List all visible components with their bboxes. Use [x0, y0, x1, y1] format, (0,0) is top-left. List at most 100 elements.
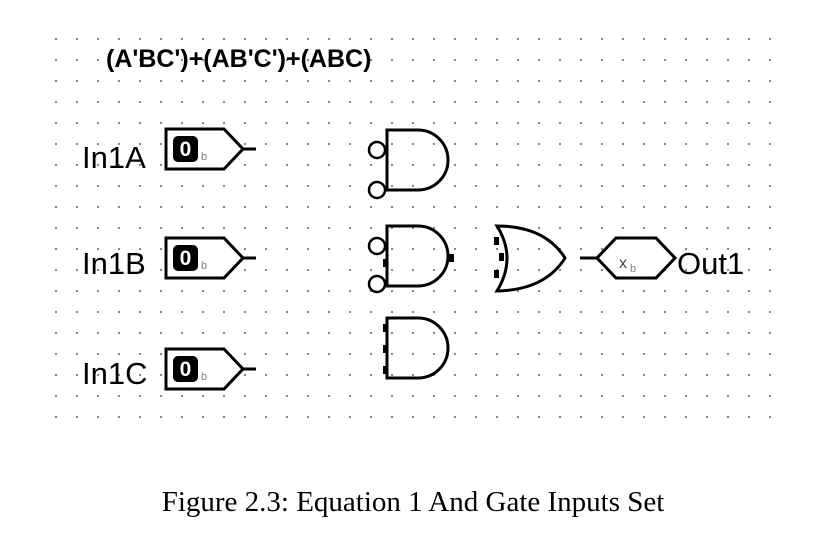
grid-dot — [285, 184, 289, 188]
grid-dot — [243, 142, 247, 146]
or-gate[interactable] — [494, 224, 567, 293]
grid-dot — [243, 58, 247, 62]
grid-dot — [705, 79, 709, 83]
grid-dot — [411, 289, 415, 293]
output-radix: b — [630, 263, 636, 275]
grid-dot — [327, 205, 331, 209]
grid-dot — [138, 184, 142, 188]
grid-dot — [285, 247, 289, 251]
grid-dot — [75, 268, 79, 272]
grid-dot — [663, 100, 667, 104]
grid-dot — [306, 142, 310, 146]
input-pin-a[interactable]: In1A 0 b — [82, 127, 256, 175]
grid-dot — [390, 100, 394, 104]
grid-dot — [75, 310, 79, 314]
grid-dot — [96, 226, 100, 230]
grid-dot — [411, 142, 415, 146]
input-pin-b[interactable]: In1B 0 b — [82, 236, 256, 281]
grid-dot — [432, 247, 436, 251]
grid-dot — [180, 58, 184, 62]
grid-dot — [747, 373, 751, 377]
output-pin[interactable]: x b Out1 — [580, 236, 744, 281]
and-gate-1[interactable] — [367, 128, 450, 200]
grid-dot — [705, 58, 709, 62]
grid-dot — [516, 415, 520, 419]
grid-dot — [264, 205, 268, 209]
grid-dot — [474, 247, 478, 251]
grid-dot — [138, 247, 142, 251]
grid-dot — [327, 415, 331, 419]
grid-dot — [390, 58, 394, 62]
grid-dot — [768, 142, 772, 146]
grid-dot — [327, 100, 331, 104]
grid-dot — [432, 79, 436, 83]
grid-dot — [663, 415, 667, 419]
grid-dot — [663, 163, 667, 167]
grid-dot — [684, 100, 688, 104]
grid-dot — [348, 163, 352, 167]
grid-dot — [537, 142, 541, 146]
input-label-c: In1C — [82, 356, 147, 391]
grid-dot — [180, 226, 184, 230]
grid-dot — [474, 100, 478, 104]
grid-dot — [96, 163, 100, 167]
grid-dot — [54, 394, 58, 398]
grid-dot — [243, 37, 247, 41]
and-gate-2[interactable] — [367, 224, 454, 294]
grid-dot — [327, 79, 331, 83]
grid-dot — [180, 205, 184, 209]
and-gate-3[interactable] — [383, 316, 450, 380]
grid-dot — [327, 331, 331, 335]
grid-dot — [348, 247, 352, 251]
and-gate-2-body — [385, 224, 450, 288]
grid-dot — [117, 142, 121, 146]
grid-dot — [327, 184, 331, 188]
grid-dot — [390, 184, 394, 188]
grid-dot — [264, 184, 268, 188]
grid-dot — [621, 100, 625, 104]
input-pin-c[interactable]: In1C 0 b — [82, 347, 256, 391]
grid-dot — [138, 373, 142, 377]
grid-dot — [432, 37, 436, 41]
grid-dot — [306, 289, 310, 293]
inverter-bubble — [367, 180, 387, 200]
grid-dot — [768, 331, 772, 335]
grid-dot — [768, 289, 772, 293]
grid-dot — [348, 226, 352, 230]
grid-dot — [243, 79, 247, 83]
grid-dot — [600, 247, 604, 251]
grid-dot — [306, 79, 310, 83]
grid-dot — [663, 205, 667, 209]
grid-dot — [327, 289, 331, 293]
grid-dot — [705, 100, 709, 104]
grid-dot — [516, 37, 520, 41]
grid-dot — [705, 121, 709, 125]
grid-dot — [54, 268, 58, 272]
grid-dot — [726, 415, 730, 419]
grid-dot — [180, 310, 184, 314]
grid-dot — [411, 100, 415, 104]
grid-dot — [264, 394, 268, 398]
output-value: x — [619, 255, 627, 272]
grid-dot — [705, 331, 709, 335]
grid-dot — [432, 352, 436, 356]
grid-dot — [558, 79, 562, 83]
grid-dot — [495, 394, 499, 398]
grid-dot — [516, 79, 520, 83]
grid-dot — [222, 121, 226, 125]
grid-dot — [159, 121, 163, 125]
input-label-a: In1A — [82, 140, 146, 175]
grid-dot — [201, 394, 205, 398]
grid-dot — [285, 121, 289, 125]
grid-dot — [96, 58, 100, 62]
gate-input-pin — [499, 253, 504, 261]
grid-dot — [75, 289, 79, 293]
grid-dot — [75, 79, 79, 83]
grid-dot — [138, 163, 142, 167]
grid-dot — [600, 142, 604, 146]
grid-dot — [348, 415, 352, 419]
grid-dot — [369, 58, 373, 62]
grid-dot — [243, 310, 247, 314]
grid-dot — [411, 79, 415, 83]
grid-dot — [243, 268, 247, 272]
